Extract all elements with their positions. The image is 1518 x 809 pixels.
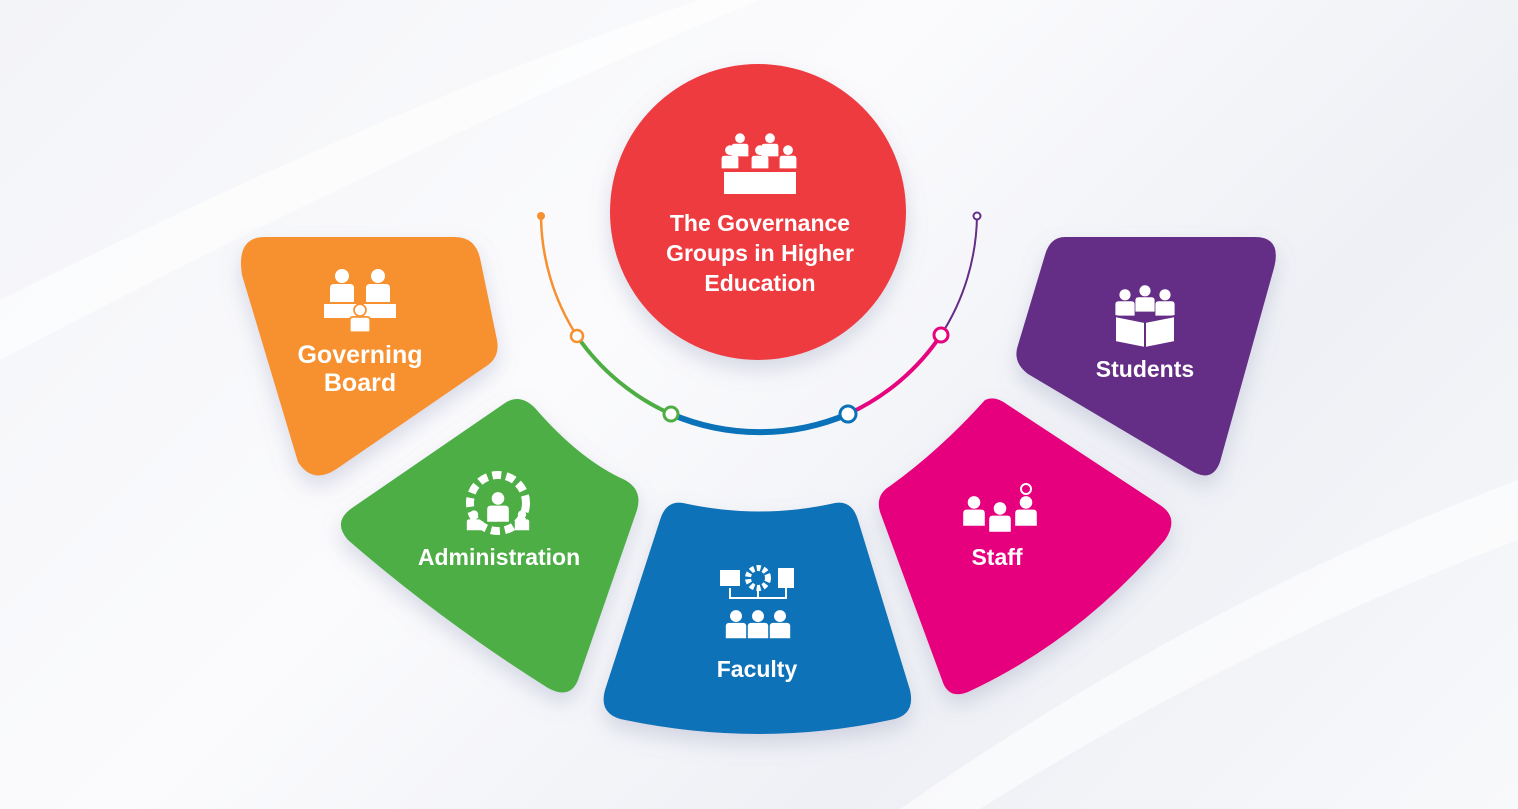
group-label: Students	[1096, 356, 1194, 382]
gear-person-icon	[466, 471, 530, 535]
group-label: Faculty	[717, 656, 798, 682]
students-reading-icon	[1114, 285, 1176, 350]
group-card-students: Students	[1016, 237, 1276, 476]
org-team-icon	[720, 565, 794, 639]
group-card-staff: Staff	[878, 398, 1172, 695]
center-title-line: Education	[704, 270, 815, 296]
background-swoosh	[900, 480, 1518, 809]
group-card-governing-board: Governing Board	[240, 237, 498, 476]
group-label: Governing	[297, 341, 422, 369]
group-label: Administration	[418, 544, 580, 570]
center-title-circle: The Governance Groups in Higher Educatio…	[610, 64, 906, 360]
board-meeting-icon	[324, 269, 396, 334]
governance-group-icon	[721, 133, 797, 194]
group-card-administration: Administration	[340, 399, 639, 693]
group-label: Board	[324, 369, 396, 397]
arc-connector	[537, 211, 982, 436]
group-card-faculty: Faculty	[603, 502, 912, 734]
center-title-line: Groups in Higher	[666, 240, 854, 266]
staff-people-icon	[963, 483, 1037, 532]
center-title-line: The Governance	[670, 210, 850, 236]
group-label: Staff	[971, 544, 1022, 570]
